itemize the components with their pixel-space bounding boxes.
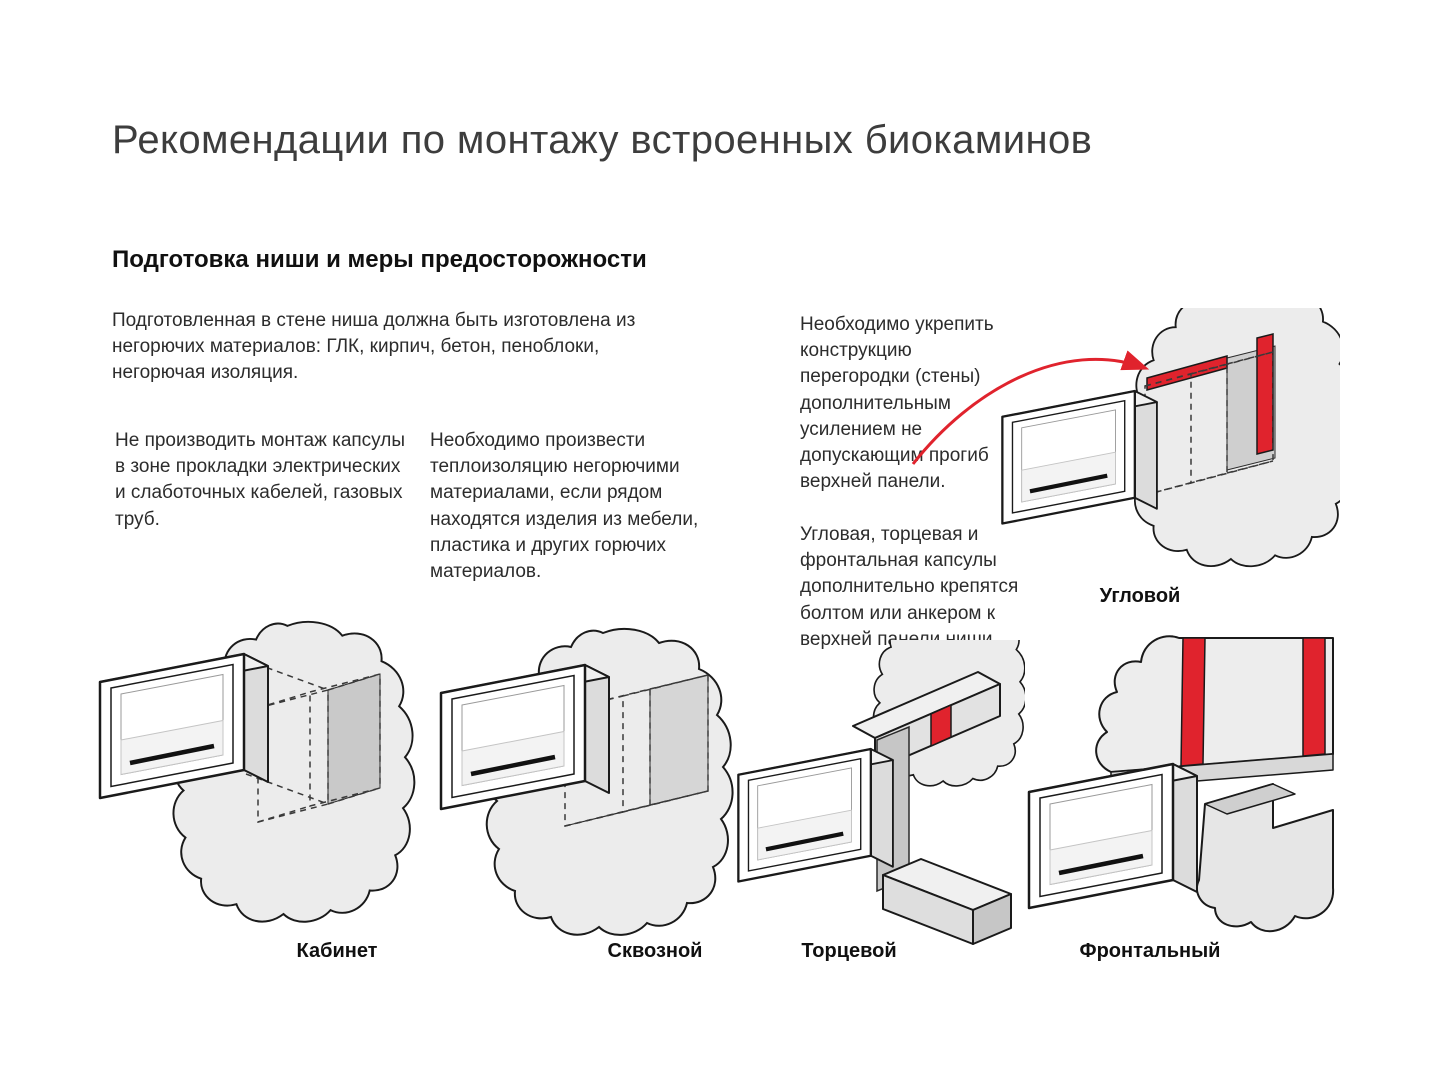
niche-outline <box>1144 363 1228 496</box>
diagram-label-torcevoy: Торцевой <box>801 940 897 962</box>
niche-depth-lines <box>564 674 709 827</box>
diagram-through <box>415 625 735 945</box>
niche-depth-lines <box>1144 351 1274 496</box>
section-heading: Подготовка ниши и меры предосторожности <box>112 246 647 273</box>
upper-wall-slab <box>1095 635 1334 773</box>
reinforcement-stripe <box>1302 637 1326 757</box>
diagram-label-frontal: Фронтальный <box>1079 940 1221 962</box>
pointer-arrow-icon <box>911 350 1150 465</box>
reinforcement-stripe <box>1256 333 1274 455</box>
reinforcement-stripe <box>1180 637 1206 767</box>
niche-side-face <box>649 674 709 806</box>
paragraph-no-cables: Не производить монтаж капсулы в зоне про… <box>115 430 406 530</box>
diagram-corner <box>995 308 1340 608</box>
reinforcement-stripe <box>930 703 952 748</box>
diagram-label-cabinet: Кабинет <box>296 940 378 962</box>
diagram-label-through: Сквозной <box>607 940 703 962</box>
lower-wall-step <box>1196 783 1335 932</box>
diagram-frontal <box>1015 622 1345 957</box>
lower-step-top-face <box>1204 783 1296 815</box>
diagram-label-corner: Угловой <box>1099 585 1181 607</box>
fireplace-capsule <box>738 749 893 881</box>
page-title: Рекомендации по монтажу встроенных биока… <box>112 118 1093 162</box>
paragraph-intro: Подготовленная в стене ниша должна быть … <box>112 310 636 384</box>
diagram-torcevoy <box>735 640 1025 970</box>
diagram-cabinet <box>90 612 420 937</box>
niche-inner-face <box>327 673 381 805</box>
fireplace-capsule <box>1029 764 1197 908</box>
niche-outline <box>257 689 329 823</box>
beam-end-face <box>972 893 1012 945</box>
paragraph-anchoring: Угловая, торцевая и фронтальная капсулы … <box>800 524 1019 650</box>
niche-outline-back <box>1190 351 1274 484</box>
paragraph-reinforce: Необходимо укрепить конструкцию перегоро… <box>800 314 994 493</box>
niche-outline-back <box>309 673 381 807</box>
paragraph-insulation: Необходимо произвести теплоизоляцию него… <box>430 430 699 583</box>
